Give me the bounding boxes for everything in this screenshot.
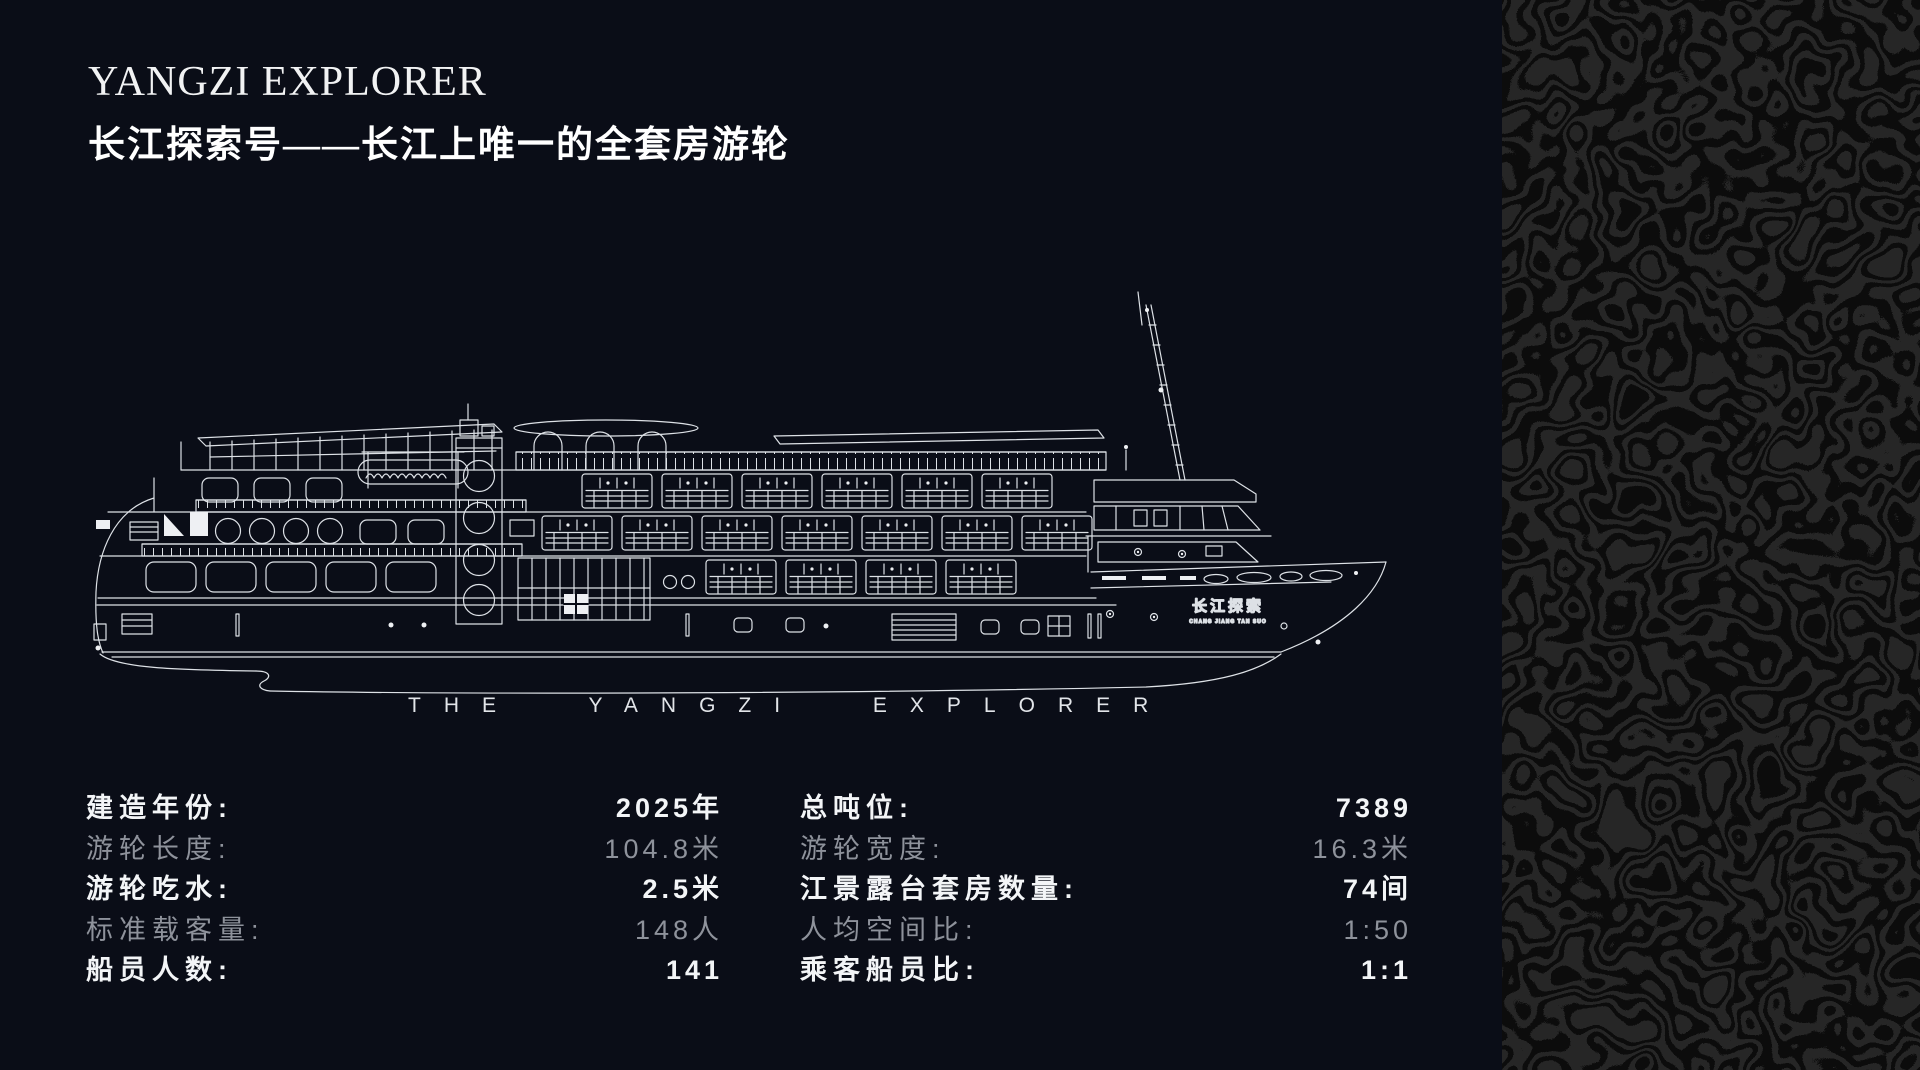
page-title: YANGZI EXPLORER [88,59,487,105]
spec-value: 1:1 [1360,955,1412,985]
spec-row: 游轮宽度: 16.3米 [800,829,1412,870]
hull-band [93,613,1102,651]
spec-label: 人均空间比: [800,914,979,945]
spec-value: 7389 [1335,793,1412,823]
atrium-glass [517,557,651,621]
top-deck [197,419,1107,489]
spec-label: 总吨位: [800,793,914,823]
spec-row: 船员人数: 141 [86,950,723,991]
elevator-tower [455,403,503,625]
lifeboat [357,451,469,489]
spec-value: 16.3米 [1312,833,1412,864]
spec-value: 141 [665,955,723,985]
hull-outline [95,441,1387,694]
spec-label: 标准载客量: [86,914,265,945]
spec-value: 148人 [634,914,723,945]
spec-label: 江景露台套房数量: [800,874,1079,904]
spec-value: 1:50 [1343,914,1412,945]
spec-row: 建造年份: 2025年 [86,788,723,829]
spec-label: 游轮宽度: [800,833,946,864]
spec-row: 标准载客量: 148人 [86,910,723,951]
maze-pattern-strip [1502,0,1920,1070]
flat-canopy [773,429,1105,445]
spec-label: 游轮长度: [86,833,232,864]
spec-value: 2025年 [615,793,723,823]
specs-column-left: 建造年份: 2025年 游轮长度: 104.8米 游轮吃水: 2.5米 标准载客… [86,788,723,991]
deck-1 [145,557,1017,621]
bridge [1085,445,1272,563]
spec-label: 游轮吃水: [86,874,233,904]
specs-column-right: 总吨位: 7389 游轮宽度: 16.3米 江景露台套房数量: 74间 人均空间… [800,788,1412,991]
spec-row: 人均空间比: 1:50 [800,910,1412,951]
bow-deck [1102,569,1358,645]
bow-name-en: CHANG JIANG TAN SUO [1189,619,1267,625]
bow-name: 长江探索 CHANG JIANG TAN SUO [1189,596,1267,625]
ship-svg: 长江探索 CHANG JIANG TAN SUO [93,291,1387,694]
spec-label: 乘客船员比: [800,955,980,985]
deck-2 [96,512,1093,557]
spec-value: 104.8米 [604,833,723,864]
bow-name-cn: 长江探索 [1192,597,1264,615]
deck-3 [195,473,1053,513]
spec-row: 游轮吃水: 2.5米 [86,869,723,910]
spec-label: 船员人数: [86,955,233,985]
spec-row: 游轮长度: 104.8米 [86,829,723,870]
spec-row: 江景露台套房数量: 74间 [800,869,1412,910]
spec-value: 2.5米 [642,874,723,904]
mast [1137,291,1186,481]
spec-row: 乘客船员比: 1:1 [800,950,1412,991]
ship-caption: THE YANGZI EXPLORER [408,694,1172,717]
spec-value: 74间 [1342,874,1412,904]
spec-row: 总吨位: 7389 [800,788,1412,829]
spec-label: 建造年份: [86,793,233,823]
oval-canopy [513,419,699,437]
page-subtitle: 长江探索号——长江上唯一的全套房游轮 [88,125,790,166]
ship-illustration: 长江探索 CHANG JIANG TAN SUO [86,290,1426,740]
